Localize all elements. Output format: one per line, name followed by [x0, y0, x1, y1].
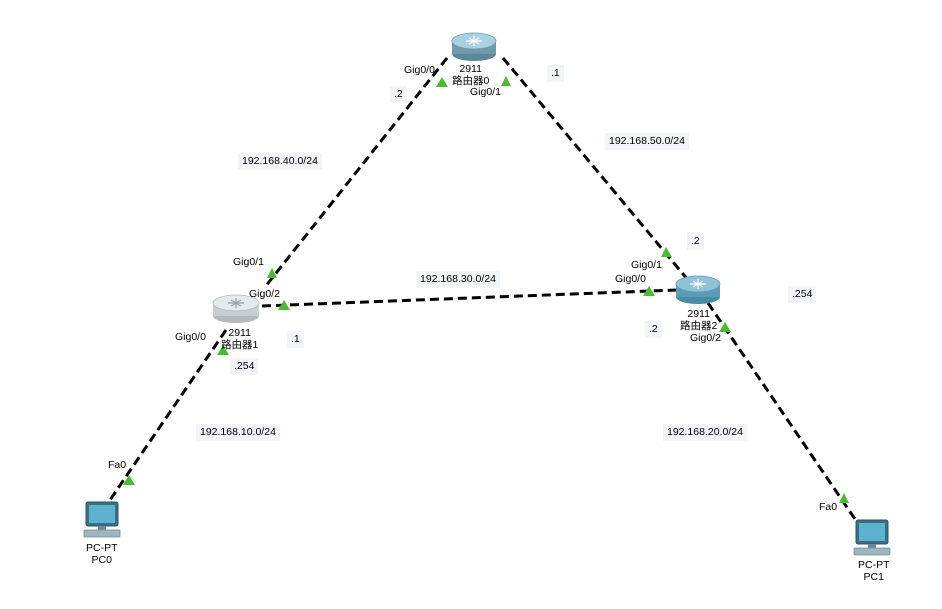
port-label: Gig0/2 — [690, 332, 721, 344]
pc1-name: PC1 — [863, 571, 884, 584]
network-label: 192.168.40.0/24 — [238, 153, 322, 170]
router2-caption: 2911 路由器2 — [680, 308, 717, 332]
pc-icon[interactable] — [853, 519, 891, 556]
port-label: Fa0 — [819, 501, 838, 513]
router0-caption: 2911 路由器0 — [452, 63, 489, 87]
link-router1-router2[interactable] — [261, 288, 677, 308]
link-up-indicator — [123, 475, 135, 485]
address-label: .254 — [230, 358, 259, 375]
port-label: Gig0/1 — [233, 256, 264, 268]
router1-caption: 2911 路由器1 — [221, 327, 258, 351]
network-label: 192.168.10.0/24 — [196, 424, 280, 441]
port-label: Gig0/1 — [631, 259, 662, 271]
address-label: .2 — [390, 86, 407, 103]
router-icon[interactable] — [675, 275, 721, 304]
link-up-indicator — [436, 77, 448, 87]
link-up-indicator — [501, 76, 511, 86]
port-label: Gig0/2 — [249, 288, 280, 300]
link-router1-pc0[interactable] — [108, 329, 228, 501]
address-label: .1 — [547, 65, 564, 82]
port-label: Gig0/0 — [175, 331, 206, 343]
router0-name: 路由器0 — [452, 75, 490, 88]
link-router0-router2[interactable] — [501, 57, 690, 281]
pc1-caption: PC-PT PC1 — [858, 559, 890, 583]
router1-name: 路由器1 — [221, 339, 259, 352]
address-label: .254 — [788, 286, 817, 303]
address-label: .2 — [645, 321, 662, 338]
link-up-indicator — [661, 247, 672, 257]
router2-name: 路由器2 — [680, 320, 718, 333]
router-icon[interactable] — [451, 32, 497, 61]
link-up-indicator — [267, 268, 277, 278]
pc0-caption: PC-PT PC0 — [86, 542, 118, 566]
pc0-model: PC-PT — [86, 542, 118, 554]
address-label: .2 — [687, 233, 704, 250]
port-label: Fa0 — [108, 459, 127, 471]
network-label: 192.168.30.0/24 — [416, 271, 500, 288]
pc-icon[interactable] — [83, 501, 121, 538]
pc0-name: PC0 — [91, 554, 112, 567]
network-label: 192.168.50.0/24 — [605, 133, 689, 150]
link-up-indicator — [217, 345, 229, 355]
link-up-indicator — [719, 322, 731, 332]
network-label: 192.168.20.0/24 — [663, 424, 747, 441]
address-label: .1 — [287, 331, 304, 348]
port-label: Gig0/0 — [404, 64, 435, 76]
port-label: Gig0/0 — [615, 273, 646, 285]
link-router2-pc1[interactable] — [706, 302, 859, 523]
router1-model: 2911 — [228, 327, 251, 339]
pc1-model: PC-PT — [858, 559, 890, 571]
link-up-indicator — [839, 493, 849, 503]
router-icon[interactable] — [212, 294, 260, 323]
port-label: Gig0/1 — [470, 86, 501, 98]
link-router0-router1[interactable] — [263, 57, 449, 288]
router0-model: 2911 — [459, 63, 482, 75]
router2-model: 2911 — [687, 308, 710, 320]
link-up-indicator — [278, 300, 290, 310]
link-up-indicator — [643, 286, 655, 296]
